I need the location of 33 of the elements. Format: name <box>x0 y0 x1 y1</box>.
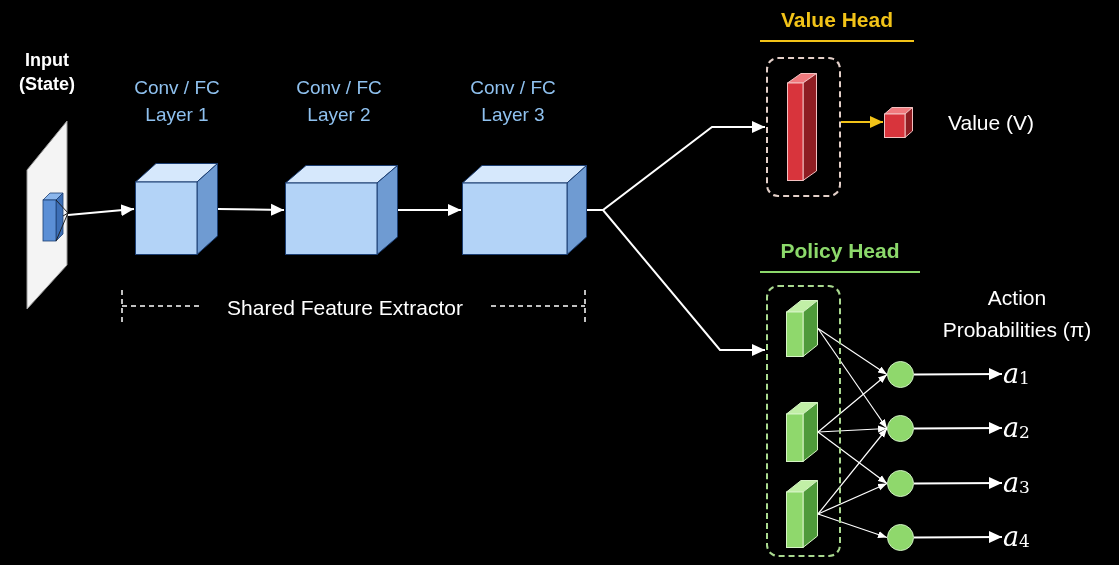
arrow <box>397 204 462 216</box>
output-node <box>887 361 914 388</box>
output-title: Action Probabilities (π) <box>941 285 1093 343</box>
arrow <box>817 427 888 515</box>
arrow <box>913 531 1003 544</box>
heading: Input (State) <box>18 49 76 97</box>
arrow <box>913 422 1003 435</box>
output-node <box>887 524 914 551</box>
value-label: Value (V) <box>948 111 1034 133</box>
output-node <box>887 470 914 497</box>
arrow <box>913 368 1003 381</box>
action-label: a$_{4}$ <box>1003 519 1047 555</box>
arrow <box>817 482 888 515</box>
heading: Conv / FC Layer 2 <box>295 76 383 127</box>
arrow <box>817 327 888 376</box>
arrow <box>840 116 884 128</box>
action-label: a$_{3}$ <box>1003 465 1047 501</box>
action-label: a$_{2}$ <box>1003 410 1047 446</box>
arrow <box>817 513 888 539</box>
heading: Conv / FC Layer 3 <box>469 76 557 127</box>
arrow <box>817 373 888 433</box>
arrow <box>817 431 888 485</box>
arrow <box>217 203 285 216</box>
arrow <box>913 477 1003 490</box>
arrow <box>586 209 766 356</box>
arrow <box>817 327 888 430</box>
arrow <box>67 204 135 217</box>
heading: Policy Head <box>760 235 920 273</box>
arrow <box>817 425 888 433</box>
output-node <box>887 415 914 442</box>
heading: Value Head <box>760 4 914 42</box>
heading: Conv / FC Layer 1 <box>133 76 221 127</box>
action-label: a$_{1}$ <box>1003 356 1047 392</box>
